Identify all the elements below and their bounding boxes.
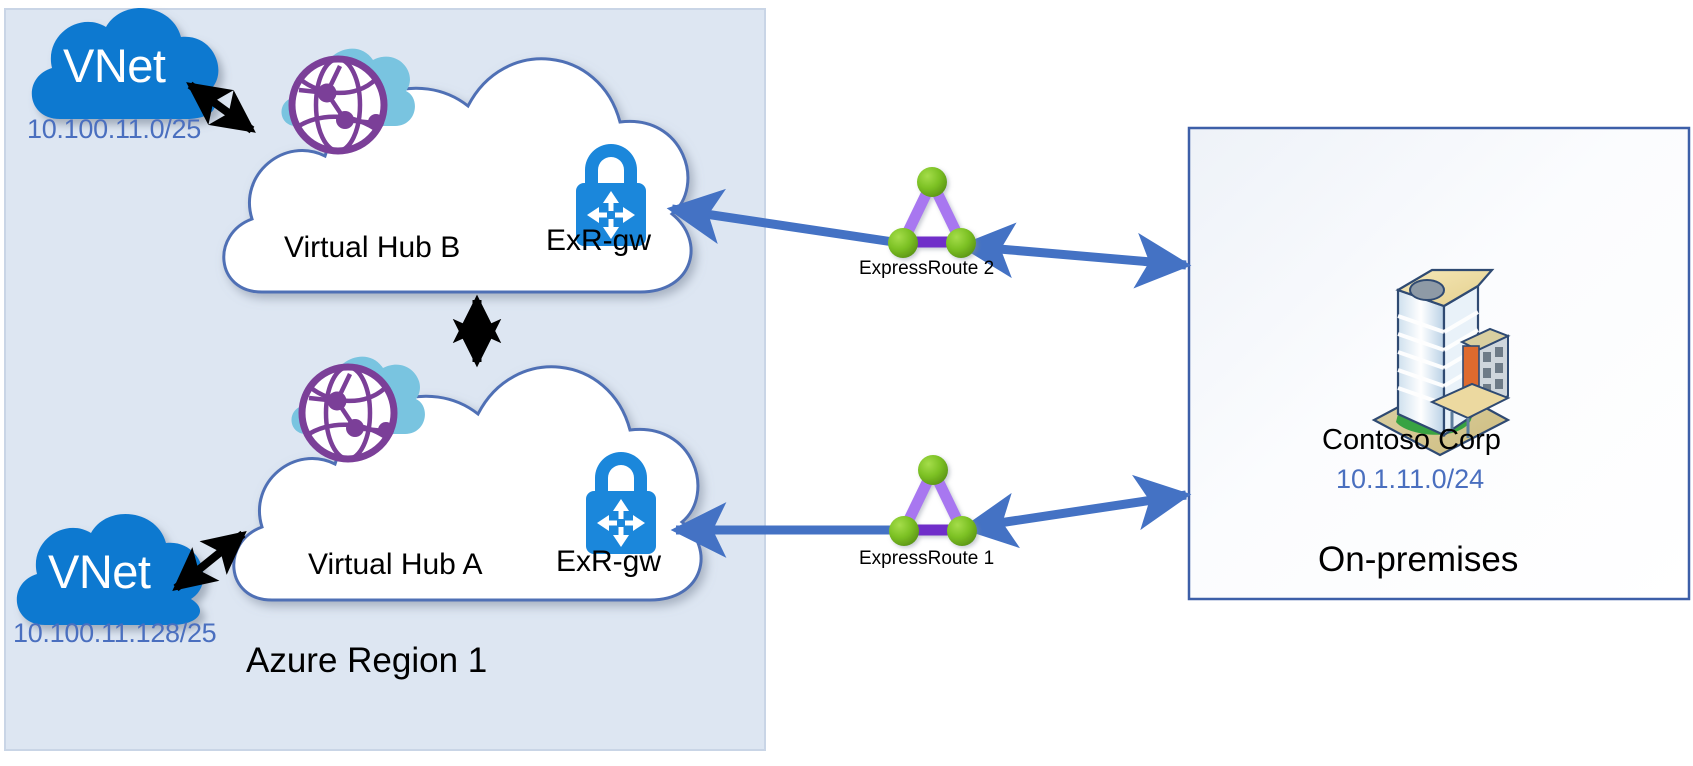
exr-gateway-icon-a[interactable] <box>586 452 656 554</box>
expressroute-1-label: ExpressRoute 1 <box>859 548 995 569</box>
vnet-label-top: VNet <box>63 39 166 92</box>
exr-gateway-icon-b[interactable] <box>576 144 646 246</box>
vnet-cloud-top[interactable] <box>31 8 219 119</box>
virtual-hub-globe-icon-a <box>291 356 425 463</box>
expressroute-triangle-icon-2[interactable] <box>888 167 976 258</box>
exr-gateway-label-b: ExR-gw <box>546 224 652 257</box>
connector-vnet-a-to-hub-a <box>172 530 247 592</box>
vnet-cidr-bottom: 10.100.11.128/25 <box>13 618 217 648</box>
on-premises-label: On-premises <box>1318 540 1519 579</box>
expressroute-2-label: ExpressRoute 2 <box>859 258 995 279</box>
connector-er2-to-hub-b <box>666 188 901 248</box>
vnet-cloud-bottom[interactable] <box>16 514 204 625</box>
contoso-corp-label: Contoso Corp <box>1322 424 1501 456</box>
virtual-hub-globe-icon <box>281 48 415 155</box>
connector-er1-to-onprem <box>960 474 1192 549</box>
connector-er2-to-onprem <box>958 222 1192 289</box>
exr-gateway-label-a: ExR-gw <box>556 545 662 578</box>
virtual-hub-a-label: Virtual Hub A <box>308 548 483 581</box>
expressroute-triangle-icon-1[interactable] <box>889 455 977 546</box>
azure-region-label: Azure Region 1 <box>246 641 488 680</box>
connector-vnet-b-to-hub-b <box>186 81 256 134</box>
virtual-hub-b-label: Virtual Hub B <box>284 231 461 264</box>
contoso-corp-cidr: 10.1.11.0/24 <box>1336 464 1485 494</box>
office-building-icon <box>1371 268 1511 457</box>
vnet-label-bottom: VNet <box>48 545 151 598</box>
vnet-cidr-top: 10.100.11.0/25 <box>27 114 201 144</box>
